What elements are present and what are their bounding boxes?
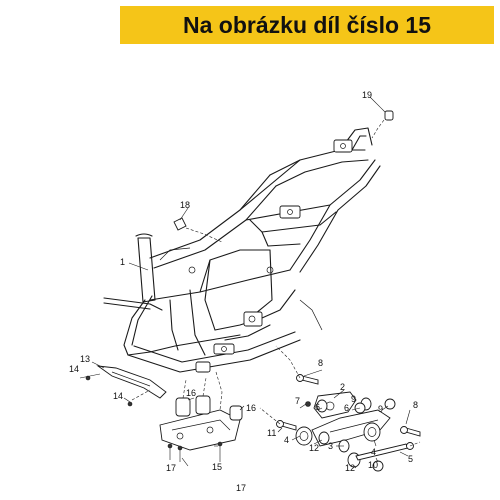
callout-14b: 14 xyxy=(113,391,123,401)
bolt-19 xyxy=(371,110,394,139)
callout-1: 1 xyxy=(120,257,125,267)
callout-labels: 1 2 3 4 4 5 6 6 7 8 8 9 9 10 11 12 12 13… xyxy=(69,90,418,493)
callout-7: 7 xyxy=(295,396,300,406)
callout-3: 3 xyxy=(328,441,333,451)
leader-lines xyxy=(91,96,411,469)
callout-16a: 16 xyxy=(186,388,196,398)
callout-4a: 4 xyxy=(284,435,289,445)
callout-18: 18 xyxy=(180,200,190,210)
callout-17a: 17 xyxy=(166,463,176,473)
main-frame xyxy=(103,127,381,373)
callout-19: 19 xyxy=(362,90,372,100)
callout-16b: 16 xyxy=(246,403,256,413)
callout-9a: 9 xyxy=(351,394,356,404)
callout-14a: 14 xyxy=(69,364,79,374)
clip-18 xyxy=(173,217,223,243)
guard-plate-13 xyxy=(79,365,167,407)
engine-mount-link xyxy=(259,345,421,472)
banner-text: Na obrázku díl číslo 15 xyxy=(183,11,431,38)
callout-6a: 6 xyxy=(315,402,320,412)
callout-12a: 12 xyxy=(309,443,319,453)
callout-8a: 8 xyxy=(318,358,323,368)
callout-4b: 4 xyxy=(371,447,376,457)
part-number-banner: Na obrázku díl číslo 15 xyxy=(120,6,494,44)
callout-8b: 8 xyxy=(413,400,418,410)
callout-12b: 12 xyxy=(345,463,355,473)
lower-bracket-15 xyxy=(159,371,243,462)
callout-5: 5 xyxy=(408,454,413,464)
callout-17b: 17 xyxy=(236,483,246,493)
callout-13: 13 xyxy=(80,354,90,364)
callout-2: 2 xyxy=(340,382,345,392)
callout-10: 10 xyxy=(368,460,378,470)
callout-9b: 9 xyxy=(378,404,383,414)
callout-6b: 6 xyxy=(344,403,349,413)
callout-15: 15 xyxy=(212,462,222,472)
callout-11: 11 xyxy=(267,428,276,438)
